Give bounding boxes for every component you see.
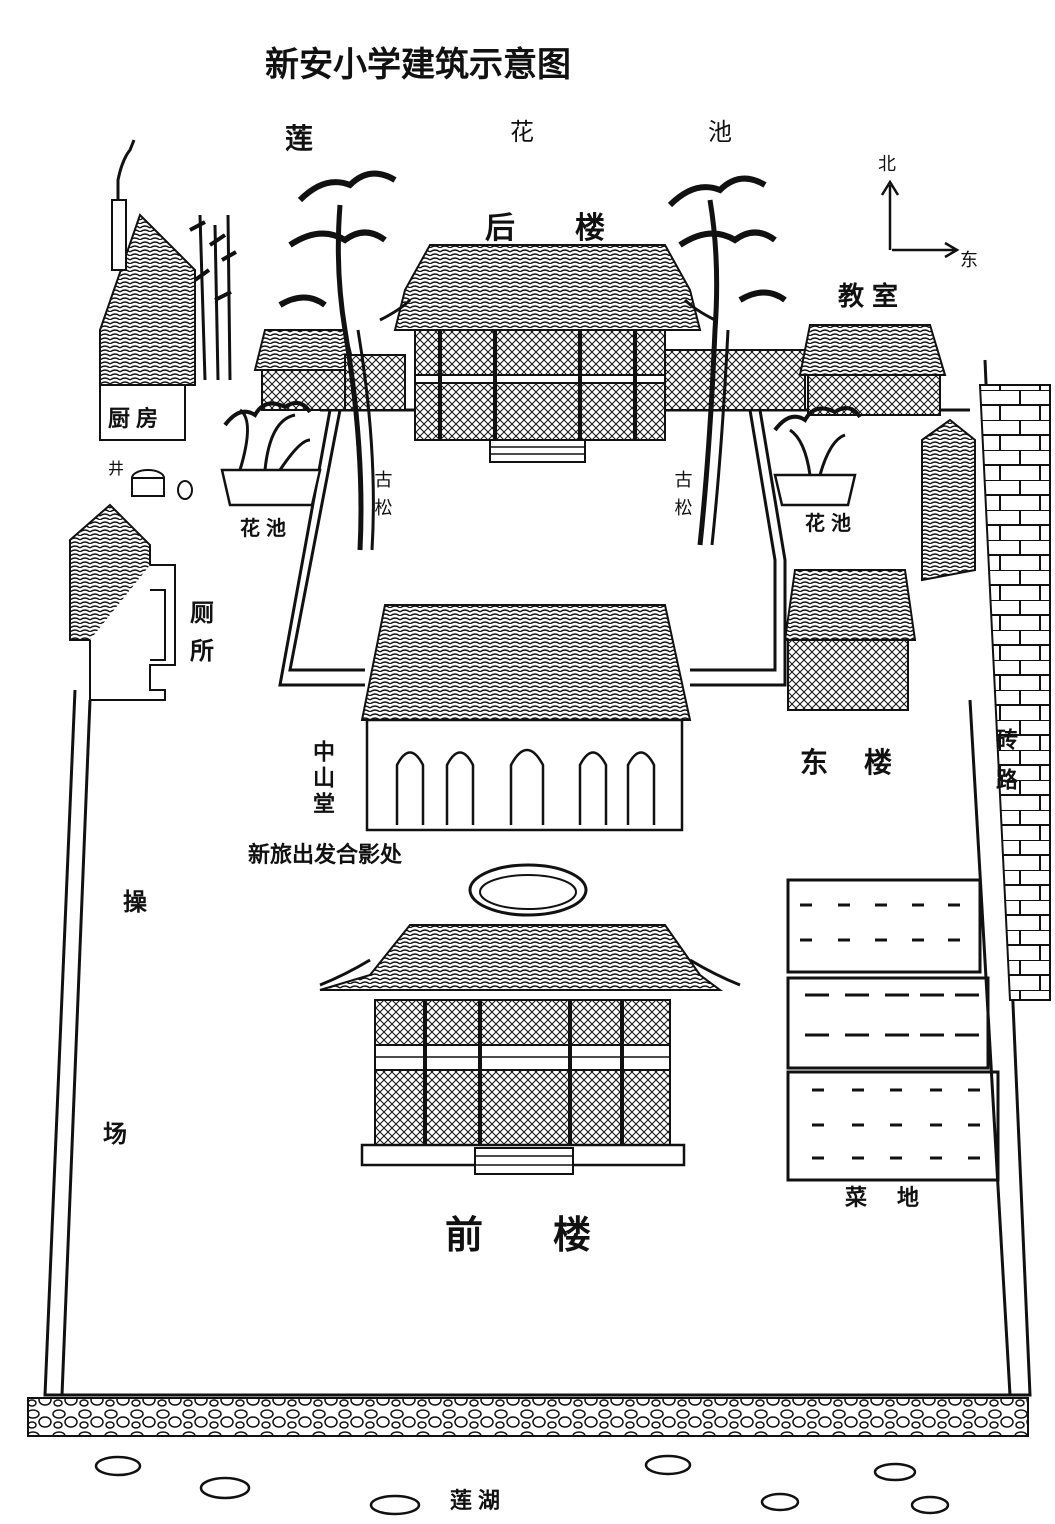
playground-label-2: 场 [103,1119,127,1148]
bamboo-grove [189,214,237,381]
zhongshan-hall [360,604,692,832]
title-label: 新安小学建筑示意图 [265,45,571,85]
vegetable-garden [786,878,1000,1182]
classroom-label: 教室 [838,281,906,312]
kitchen-label: 厨房 [108,406,164,432]
old-pine-left-label: 古松 [372,470,393,526]
wall-pavilion [921,418,976,582]
lotus-pond-top-label-1: 莲 [285,122,313,155]
back-wing-right [664,349,806,411]
old-pine-right [667,175,787,546]
lotus-pond-top-label-3: 池 [708,118,732,146]
north-arrow-icon [880,179,900,250]
vegetable-garden-label: 菜地 [844,1185,949,1211]
meeting-place-label: 新旅出发合影处 [248,842,402,868]
well [131,469,193,500]
zhongshan-hall-label: 中山堂 [309,740,335,818]
toilet-label: 厕所 [186,600,215,676]
round-pond [468,863,588,917]
old-pine-left [278,170,397,551]
flower-bed-left-label: 花池 [240,516,292,540]
east-building-label: 东楼 [800,746,928,779]
back-building [379,244,716,463]
back-wing-left [253,329,406,411]
kitchen-building [99,139,196,441]
east-building [783,569,917,711]
flower-bed-right [773,406,862,507]
front-building [319,924,741,1175]
playground-label-1: 操 [123,887,147,916]
old-pine-right-label: 古松 [672,470,693,526]
north-label: 北 [878,154,896,175]
lotus-pond-top-label-2: 花 [510,118,534,146]
stone-road [27,1397,1029,1437]
flower-bed-left [220,401,322,507]
lotus-leaves [94,1454,950,1516]
brick-road-label: 砖路 [992,727,1018,808]
flower-bed-right-label: 花池 [805,511,857,535]
east-arrow-icon [892,241,960,259]
well-label: 井 [108,459,124,478]
back-building-label: 后楼 [485,211,665,246]
toilet-building [69,503,176,701]
lotus-pond-bottom-label: 莲湖 [450,1488,506,1514]
compass [880,179,960,259]
brick-wall [978,384,1051,1001]
front-building-label: 前楼 [445,1212,661,1257]
east-label: 东 [960,250,978,271]
classroom-building [798,324,947,416]
